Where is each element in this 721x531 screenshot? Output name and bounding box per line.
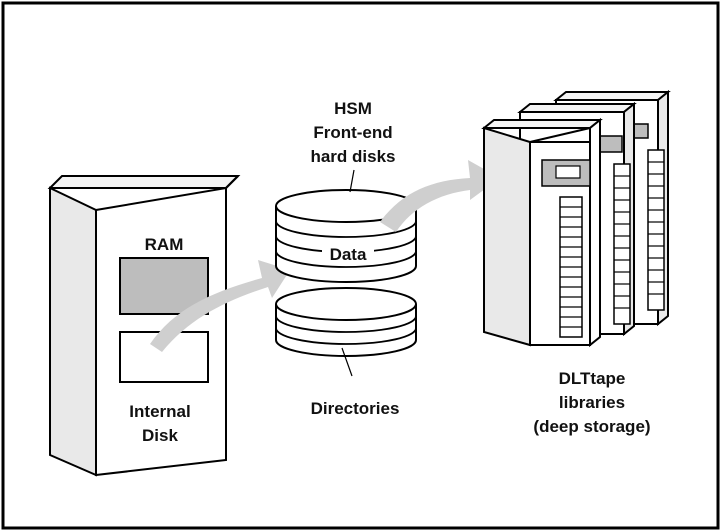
- hsm-title-line3: hard disks: [310, 147, 395, 166]
- server-top-face: [47, 175, 241, 189]
- libraries-label-line2: libraries: [559, 393, 625, 412]
- arrow-to-hsm: [150, 260, 290, 352]
- libraries-label-line1: DLTtape: [559, 369, 626, 388]
- libraries-label-line3: (deep storage): [533, 417, 650, 436]
- hsm-title-line2: Front-end: [313, 123, 392, 142]
- dlt-tape-libraries: [481, 89, 671, 348]
- library-cabinet-1: [481, 117, 664, 348]
- tape-slot-column: [559, 196, 583, 338]
- internal-disk-label-line1: Internal: [129, 402, 190, 421]
- hsm-directories-disk-stack: [275, 287, 417, 377]
- server-side-face: [49, 186, 97, 477]
- arrow-to-libraries: [380, 160, 500, 232]
- ram-label: RAM: [145, 235, 184, 254]
- hsm-title-line1: HSM: [334, 99, 372, 118]
- tape-slot-column-2: [614, 175, 630, 309]
- directories-label: Directories: [311, 399, 400, 418]
- tape-slot-column-3: [648, 161, 664, 295]
- internal-disk-label-line2: Disk: [142, 426, 178, 445]
- hsm-title-leader: [349, 169, 355, 193]
- hsm-data-disk-stack: [275, 189, 417, 283]
- data-label: Data: [330, 245, 367, 264]
